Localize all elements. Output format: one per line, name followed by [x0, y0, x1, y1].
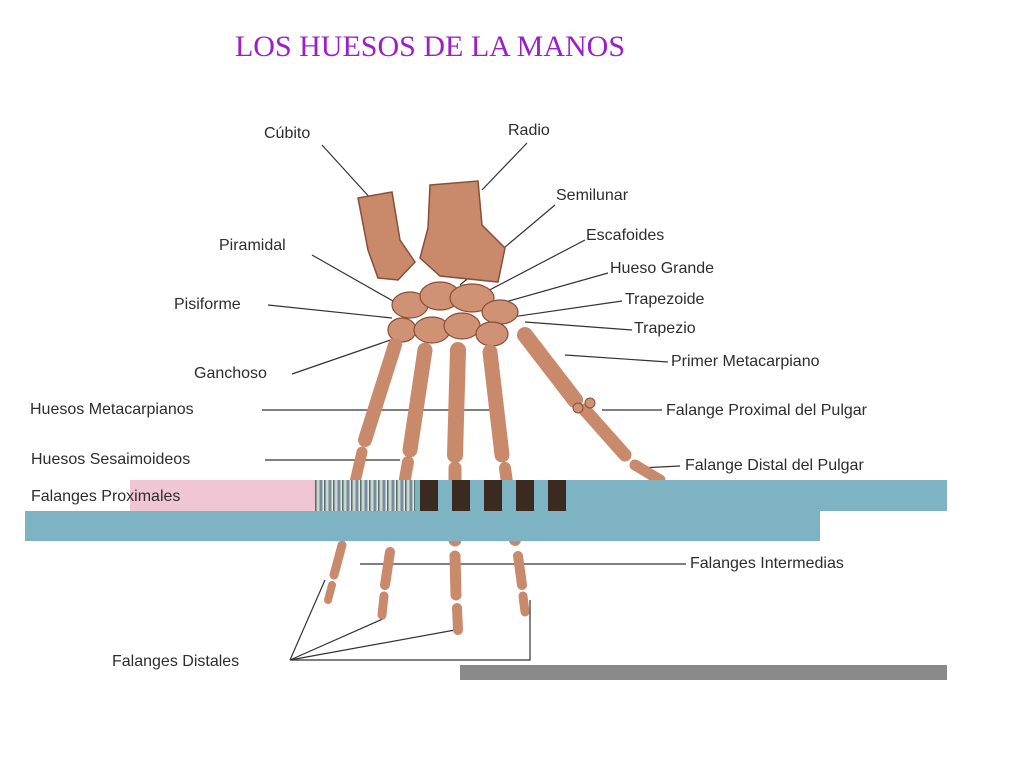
leader-piramidal — [311, 254, 401, 306]
intermediate-4 — [380, 547, 395, 590]
metacarpal-1 — [517, 327, 583, 408]
metacarpal-3 — [447, 342, 466, 463]
glitch-band-lower — [25, 511, 820, 541]
label-semilunar: Semilunar — [556, 187, 629, 204]
leader-distales-c — [289, 629, 456, 661]
intermediate-5 — [329, 540, 347, 580]
label-cubito: Cúbito — [264, 125, 311, 142]
label-trapezio: Trapezio — [634, 320, 696, 337]
distal-2 — [518, 591, 530, 617]
label-falanges-distales: Falanges Distales — [112, 653, 240, 670]
glitch-band-pink — [130, 480, 320, 511]
label-huesos-sesamoideos: Huesos Sesaimoideos — [31, 451, 191, 468]
leader-escafoides — [479, 239, 586, 296]
label-escafoides: Escafoides — [586, 227, 665, 244]
cubito-bone — [357, 191, 416, 281]
intermediate-2 — [513, 551, 527, 590]
leader-ganchoso — [291, 334, 406, 375]
carpal-7 — [443, 312, 481, 340]
label-ganchoso: Ganchoso — [194, 365, 267, 382]
leader-cubito — [321, 144, 373, 201]
glitch-band-noise — [315, 480, 415, 511]
slide-title: LOS HUESOS DE LA MANOS — [234, 30, 626, 63]
label-primer-metacarpiano: Primer Metacarpiano — [671, 353, 820, 370]
label-radio: Radio — [508, 122, 550, 139]
leader-radio — [481, 142, 528, 191]
carpal-4 — [481, 299, 519, 325]
label-hueso-grande: Hueso Grande — [610, 260, 715, 277]
metacarpal-5 — [358, 338, 402, 447]
carpal-5 — [387, 317, 417, 343]
sesamoid-1 — [572, 402, 584, 414]
distal-5 — [324, 581, 336, 604]
label-falanges-proximales: Falanges Proximales — [31, 488, 181, 505]
sesamoid-2 — [584, 397, 596, 409]
forearm-bones — [357, 180, 506, 283]
leader-distales-b — [289, 617, 386, 661]
carpal-bones — [387, 281, 519, 347]
intermediate-3 — [449, 550, 462, 601]
metacarpal-4 — [402, 342, 433, 458]
sesamoid-bones — [572, 397, 596, 414]
distal-3 — [452, 603, 463, 635]
leader-pisiforme — [267, 304, 393, 319]
proximal-1 — [578, 403, 632, 462]
distal-1 — [629, 459, 666, 486]
label-piramidal: Piramidal — [219, 237, 286, 254]
label-pisiforme: Pisiforme — [174, 296, 241, 313]
leader-distales-a — [289, 579, 326, 661]
carpal-8 — [475, 321, 509, 347]
distal-4 — [377, 591, 389, 620]
glitch-band-bottom — [460, 665, 947, 680]
leader-trapezoide — [504, 300, 623, 319]
label-huesos-metacarpianos: Huesos Metacarpianos — [30, 401, 194, 418]
leader-trapezio — [524, 321, 633, 331]
label-falange-distal-pulgar: Falange Distal del Pulgar — [685, 457, 864, 474]
leader-falanges-distales — [290, 600, 531, 661]
leader-primer-metacarpiano — [564, 354, 669, 363]
label-falange-proximal-pulgar: Falange Proximal del Pulgar — [666, 402, 867, 419]
leader-lines — [235, 142, 686, 661]
metacarpal-2 — [482, 344, 510, 463]
label-falanges-intermedias: Falanges Intermedias — [690, 555, 844, 572]
carpal-3 — [449, 283, 495, 313]
label-trapezoide: Trapezoide — [625, 291, 705, 308]
radio-bone — [419, 180, 506, 283]
